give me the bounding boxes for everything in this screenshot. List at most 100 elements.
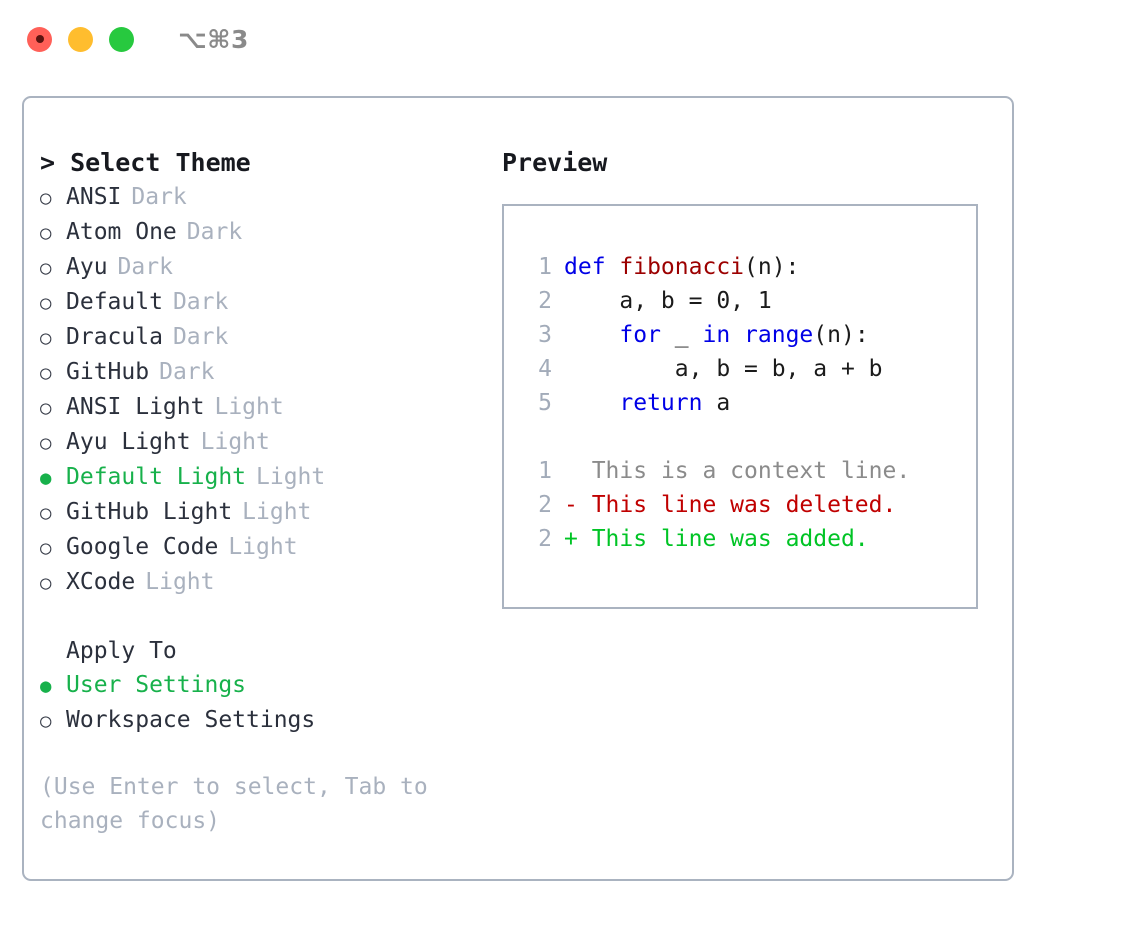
diff-line-text: This line was added. [591, 526, 869, 552]
theme-option-label: Default [66, 289, 163, 315]
radio-unselected-icon: ○ [40, 397, 52, 419]
theme-option-ayu[interactable]: ○ Ayu Dark [40, 250, 470, 285]
code-line-number: 4 [538, 356, 552, 382]
theme-option-tag: Dark [172, 289, 229, 315]
diff-line-number: 1 [538, 458, 552, 484]
code-token-plain [564, 390, 619, 416]
diff-line-number: 2 [538, 492, 552, 518]
diff-line-context: 1 This is a context line. [522, 454, 976, 488]
theme-option-tag: Light [214, 394, 284, 420]
window-title: ⌥⌘3 [178, 24, 249, 54]
keyboard-hint: (Use Enter to select, Tab to change focu… [40, 774, 428, 834]
theme-option-github-light[interactable]: ○ GitHub Light Light [40, 495, 470, 530]
code-line: 4 a, b = b, a + b [522, 352, 976, 386]
select-theme-heading: > Select Theme [40, 148, 251, 177]
diff-line-number: 2 [538, 526, 552, 552]
apply-to-option-label: Workspace Settings [66, 707, 316, 733]
theme-option-default[interactable]: ○ Default Dark [40, 285, 470, 320]
radio-unselected-icon: ○ [40, 432, 52, 454]
diff-marker [564, 454, 592, 488]
code-line: 1 def fibonacci(n): [522, 250, 976, 284]
theme-option-tag: Light [242, 499, 312, 525]
theme-option-label: GitHub Light [66, 499, 233, 525]
code-line: 3 for _ in range(n): [522, 318, 976, 352]
code-line: 2 a, b = 0, 1 [522, 284, 976, 318]
close-window-icon[interactable] [27, 26, 52, 52]
theme-option-tag: Dark [117, 254, 173, 280]
code-line: 5 return a [522, 386, 976, 420]
theme-option-tag: Dark [172, 324, 229, 350]
apply-to-label: Apply To [66, 638, 177, 664]
diff-line-deleted: 2- This line was deleted. [522, 488, 976, 522]
diff-marker: - [564, 492, 592, 518]
code-token-kw: def [564, 254, 620, 280]
theme-option-ayu-light[interactable]: ○ Ayu Light Light [40, 425, 470, 460]
radio-unselected-icon: ○ [40, 327, 52, 349]
radio-unselected-icon: ○ [40, 362, 52, 384]
radio-unselected-icon: ○ [40, 257, 52, 279]
theme-option-label: Google Code [66, 534, 219, 560]
code-token-plain: a [702, 390, 731, 416]
theme-option-tag: Dark [186, 219, 243, 245]
theme-option-label: Default Light [66, 464, 247, 490]
minimize-window-icon[interactable] [68, 26, 93, 52]
theme-option-google-code[interactable]: ○ Google Code Light [40, 530, 470, 565]
list-spacer [40, 600, 470, 634]
maximize-window-icon[interactable] [109, 26, 134, 52]
title-bar: ⌥⌘3 [0, 0, 1140, 78]
code-token-plain: (n): [813, 322, 869, 348]
code-token-fn: fibonacci [619, 254, 745, 280]
code-line-number: 3 [538, 322, 552, 348]
theme-option-label: GitHub [66, 359, 150, 385]
radio-selected-icon: ● [40, 675, 52, 697]
code-line-text: a, b = b, a + b [564, 352, 883, 386]
code-token-kw: return [619, 390, 703, 416]
diff-line-text: This line was deleted. [591, 492, 897, 518]
code-token-plain: _ [660, 322, 703, 348]
apply-to-option-list[interactable]: ● User Settings ○ Workspace Settings [40, 668, 470, 738]
theme-option-tag: Light [256, 464, 326, 490]
code-line-number: 1 [538, 254, 552, 280]
apply-to-option-workspace-settings[interactable]: ○ Workspace Settings [40, 703, 470, 738]
radio-unselected-icon: ○ [40, 710, 52, 732]
radio-unselected-icon: ○ [40, 537, 52, 559]
radio-unselected-icon: ○ [40, 292, 52, 314]
preview-heading: Preview [502, 148, 608, 177]
diff-marker: + [564, 526, 592, 552]
code-line-text: a, b = 0, 1 [564, 284, 772, 318]
apply-to-option-user-settings[interactable]: ● User Settings [40, 668, 470, 703]
code-line-number: 5 [538, 390, 552, 416]
radio-unselected-icon: ○ [40, 502, 52, 524]
code-token-kw: range [744, 322, 814, 348]
apply-to-option-label: User Settings [66, 672, 247, 698]
traffic-lights [27, 26, 134, 52]
code-token-kw: in [702, 322, 731, 348]
theme-option-tag: Dark [131, 184, 187, 210]
code-line-text: return a [564, 386, 730, 420]
code-line-text: def fibonacci(n): [564, 250, 799, 284]
code-diff-separator [522, 420, 976, 454]
radio-unselected-icon: ○ [40, 572, 52, 594]
theme-option-tag: Light [200, 429, 270, 455]
code-token-plain: a, b = 0, 1 [564, 288, 772, 314]
code-token-kw: for [619, 322, 661, 348]
theme-option-label: Ayu Light [66, 429, 191, 455]
code-line-text: for _ in range(n): [564, 318, 869, 352]
diff-line-text: This is a context line. [591, 458, 911, 484]
theme-option-tag: Light [228, 534, 298, 560]
code-line-number: 2 [538, 288, 552, 314]
theme-option-label: Ayu [66, 254, 108, 280]
